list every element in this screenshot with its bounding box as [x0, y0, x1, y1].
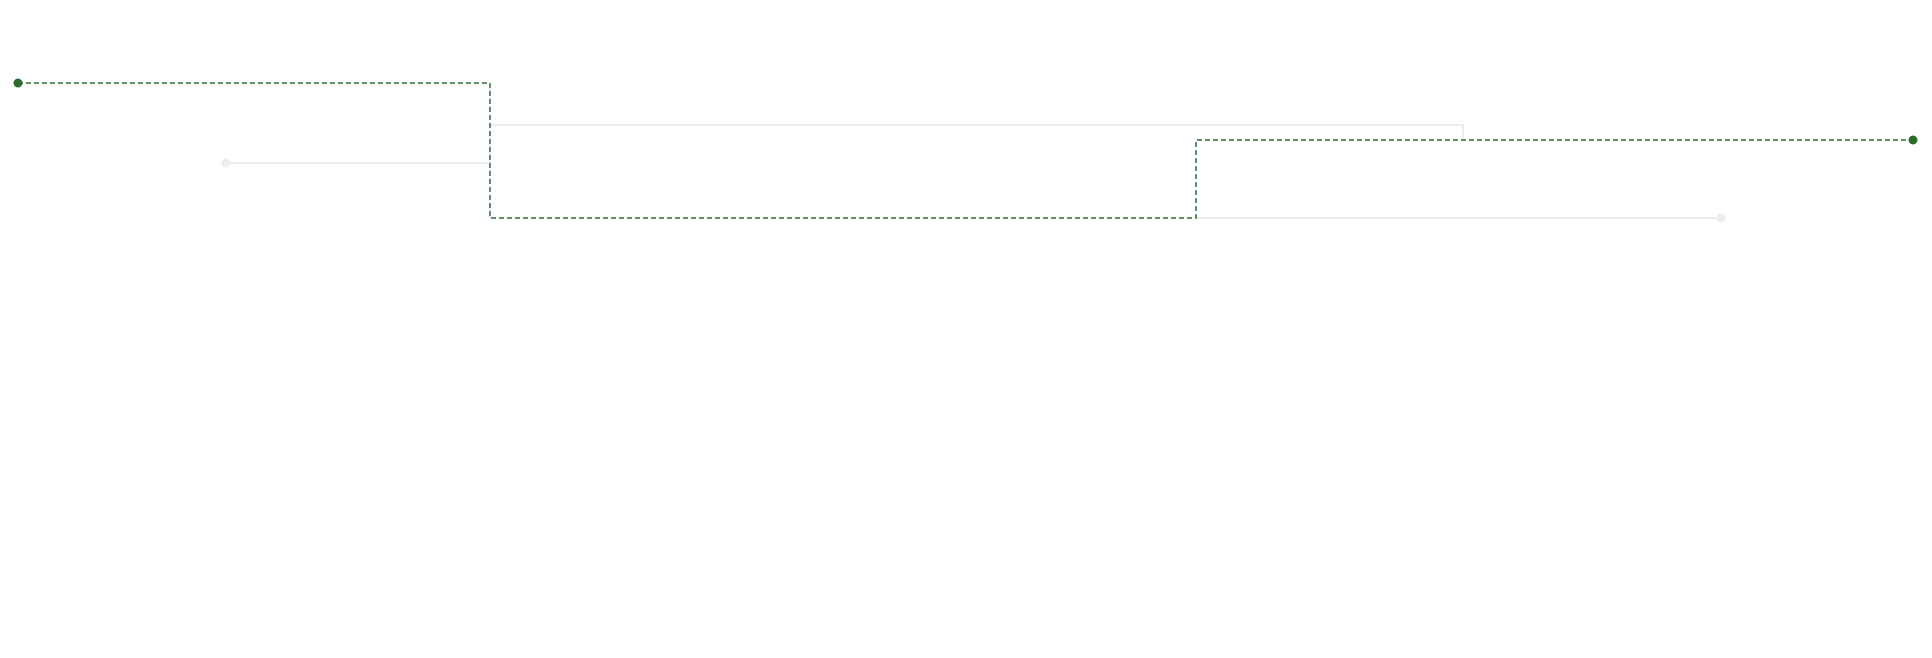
node-far-right: [1908, 135, 1918, 145]
inactive-connector-top: [490, 124, 1464, 140]
node-inner-right: [1716, 213, 1726, 223]
node-inner-left: [221, 158, 231, 168]
node-top-left: [13, 78, 23, 88]
active-connector: [18, 82, 1913, 219]
